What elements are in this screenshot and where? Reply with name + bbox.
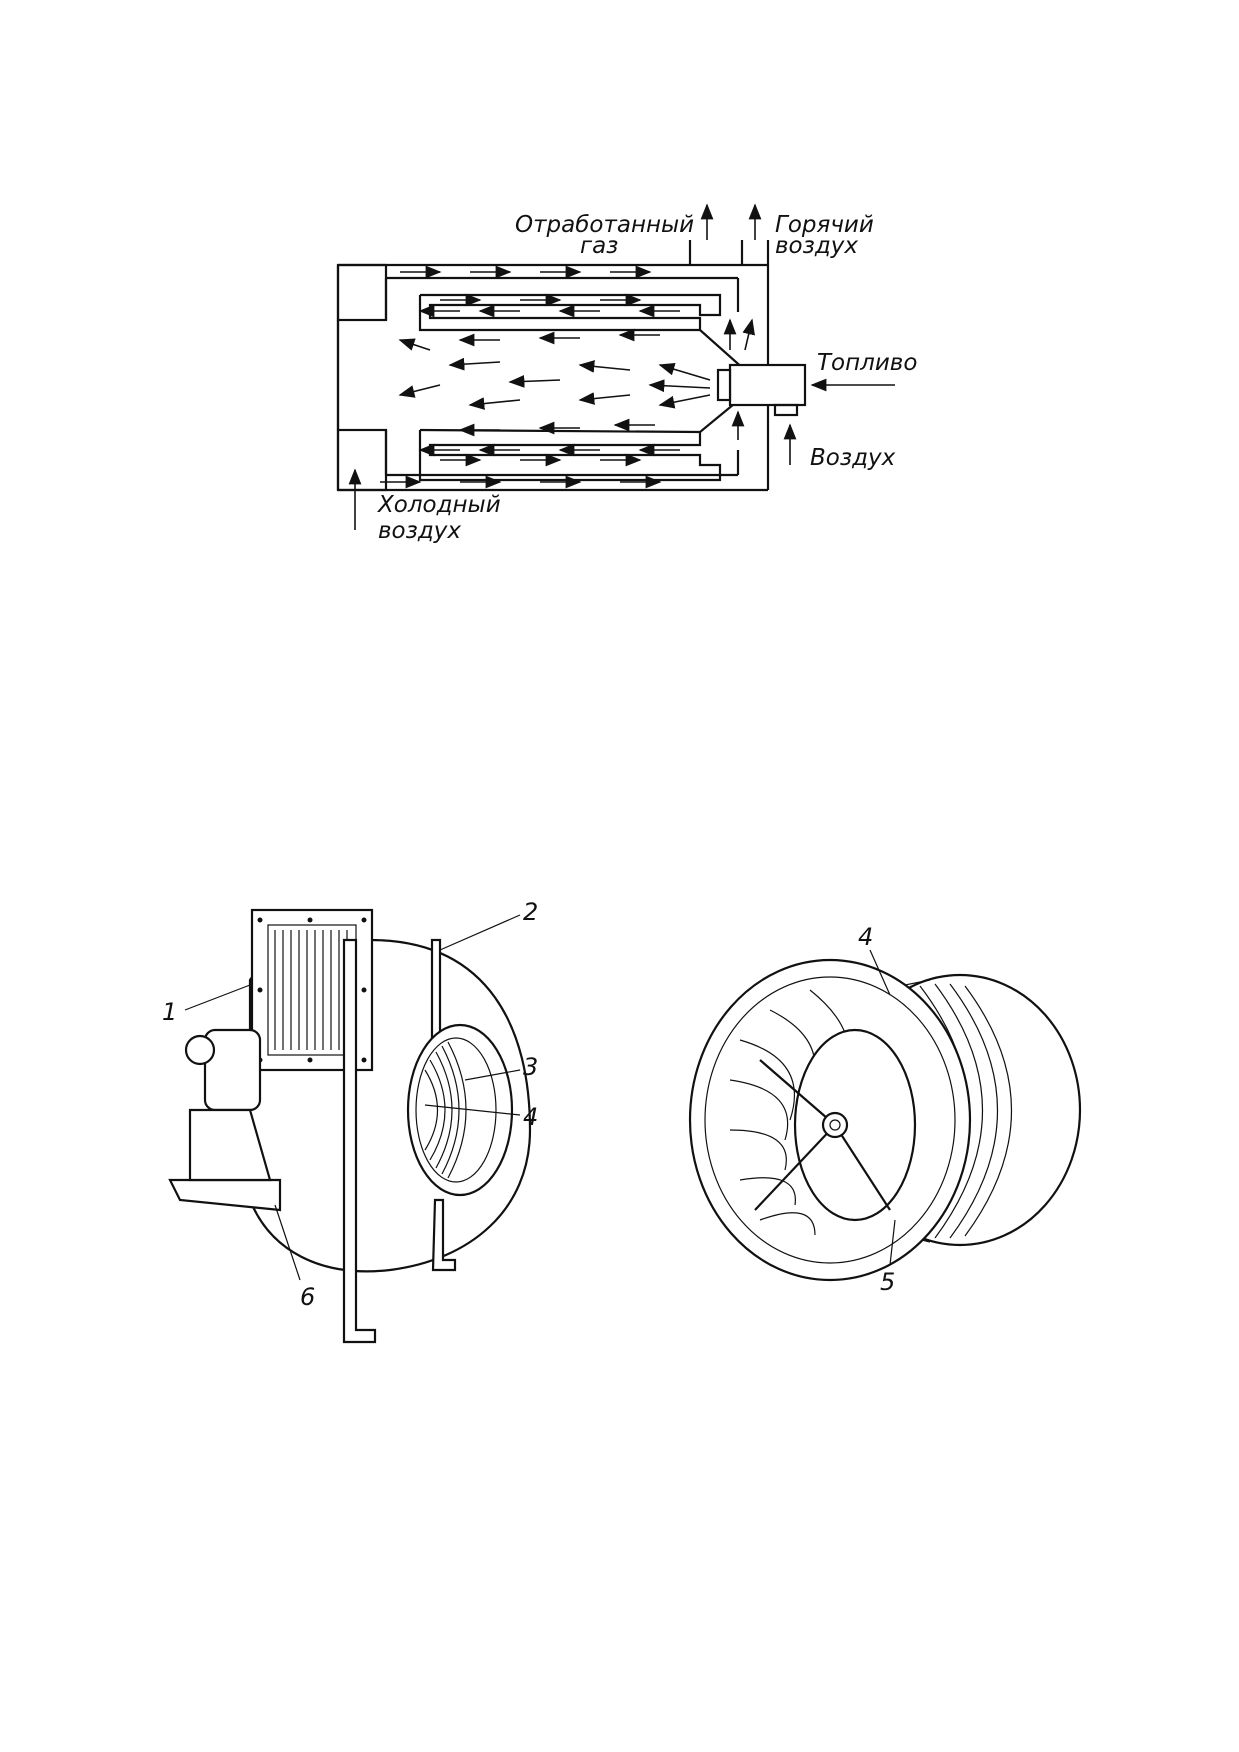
label-fuel: Топливо xyxy=(817,350,917,376)
air-heater-svg: Отработанный газ Горячий воздух Топливо … xyxy=(336,203,917,544)
callout-1: 1 xyxy=(162,998,177,1026)
air-heater-diagram: Отработанный газ Горячий воздух Топливо … xyxy=(0,0,1239,600)
label-hot-air-1: Горячий xyxy=(775,212,874,238)
centrifugal-fan-figure: 1 2 3 4 6 xyxy=(150,880,630,1360)
label-exhaust-gas-1: Отработанный xyxy=(515,212,694,238)
label-exhaust-gas-2: газ xyxy=(580,233,618,259)
impeller-blades-visible xyxy=(424,1041,467,1179)
flow-arrows xyxy=(380,265,680,489)
impeller-svg: 4 5 xyxy=(688,923,1082,1296)
label-air: Воздух xyxy=(810,445,896,471)
motor xyxy=(203,1028,262,1112)
callout-4-impeller: 4 xyxy=(858,923,873,951)
callout-3: 3 xyxy=(523,1053,538,1081)
label-cold-air-2: воздух xyxy=(378,518,461,544)
callout-4-fan: 4 xyxy=(523,1103,538,1131)
callout-6: 6 xyxy=(300,1283,315,1311)
impeller-spokes xyxy=(754,1059,891,1211)
external-arrows xyxy=(348,203,895,530)
callout-2: 2 xyxy=(523,898,538,926)
flame-arrows xyxy=(398,318,755,440)
base-frame xyxy=(168,1178,282,1212)
callout-5: 5 xyxy=(880,1268,895,1296)
impeller-hub xyxy=(821,1111,849,1139)
heater-casing xyxy=(336,240,807,492)
impeller-figure: 4 5 xyxy=(680,920,1100,1340)
label-cold-air-1: Холодный xyxy=(377,492,501,518)
fan-svg: 1 2 3 4 6 xyxy=(162,898,538,1344)
label-hot-air-2: воздух xyxy=(775,233,858,259)
